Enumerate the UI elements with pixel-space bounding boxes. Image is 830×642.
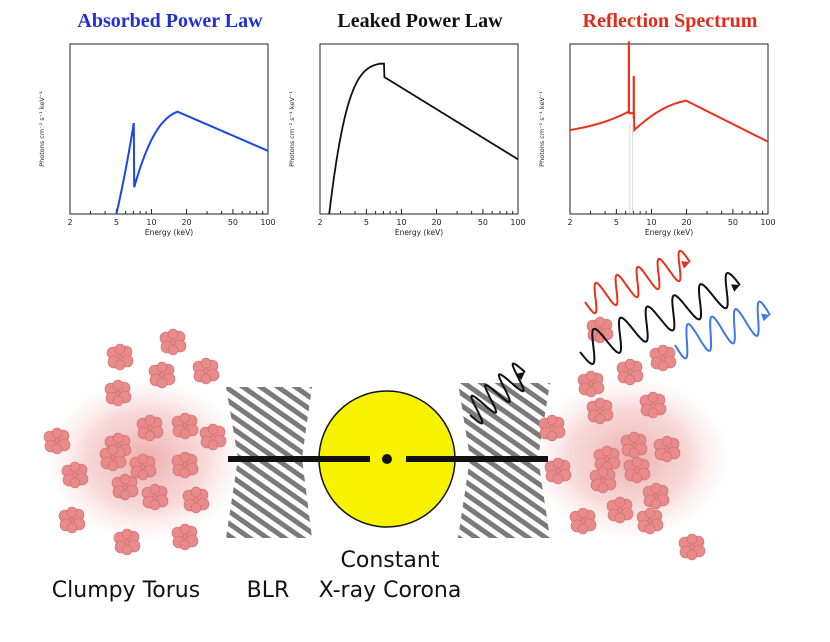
spectrum-curve <box>569 99 769 143</box>
x-tick-label: 20 <box>181 218 191 227</box>
x-tick-label: 5 <box>114 218 119 227</box>
absorbed-wave-arrowhead <box>761 313 770 322</box>
torus-cloud <box>589 466 617 494</box>
torus-cloud <box>642 482 670 510</box>
torus-cloud <box>649 344 677 372</box>
torus-cloud <box>136 414 164 442</box>
spectrum-curve <box>115 110 269 215</box>
torus-cloud <box>141 483 169 511</box>
torus-cloud <box>171 412 199 440</box>
x-tick-label: 10 <box>396 218 406 227</box>
label-corona-line2: X-ray Corona <box>318 578 462 603</box>
plot-frame <box>69 43 269 215</box>
torus-cloud <box>104 379 132 407</box>
panel-title-absorbed: Absorbed Power Law <box>77 10 263 32</box>
x-tick-label: 100 <box>510 218 525 227</box>
torus-cloud <box>111 473 139 501</box>
torus-cloud <box>639 391 667 419</box>
panel-title-leaked: Leaked Power Law <box>337 10 503 32</box>
torus-cloud <box>171 451 199 479</box>
x-tick-label: 10 <box>646 218 656 227</box>
plot-frame <box>569 43 769 215</box>
torus-cloud <box>636 507 664 535</box>
black-hole-dot <box>382 454 392 464</box>
torus-cloud <box>192 357 220 385</box>
x-tick-label: 100 <box>760 218 775 227</box>
torus-cloud <box>653 435 681 463</box>
label-corona-line1: Constant <box>340 548 440 573</box>
torus-cloud <box>586 397 614 425</box>
plot-frame <box>319 43 519 215</box>
torus-cloud <box>171 523 199 551</box>
blr-left <box>226 387 312 538</box>
axes-frame: 2510205010010⁻⁷10⁻⁶10⁻⁵10⁻⁴Energy (keV)P… <box>288 43 526 237</box>
absorbed-wave <box>674 300 771 360</box>
label-blr: BLR <box>246 578 290 603</box>
y-axis-label: Photons cm⁻² s⁻¹ keV⁻¹ <box>38 91 46 167</box>
y-axis-label: Photons cm⁻² s⁻¹ keV⁻¹ <box>538 91 546 167</box>
torus-cloud <box>586 316 614 344</box>
torus-cloud <box>538 414 566 442</box>
torus-cloud <box>616 358 644 386</box>
reflection-wave <box>584 249 691 315</box>
x-tick-label: 50 <box>478 218 488 227</box>
y-axis-label: Photons cm⁻² s⁻¹ keV⁻¹ <box>288 91 296 167</box>
torus-cloud <box>678 533 706 561</box>
x-tick-label: 20 <box>681 218 691 227</box>
x-tick-label: 2 <box>567 218 572 227</box>
torus-cloud <box>61 461 89 489</box>
x-tick-label: 5 <box>364 218 369 227</box>
x-tick-label: 50 <box>228 218 238 227</box>
torus-cloud <box>623 456 651 484</box>
torus-cloud <box>593 445 621 473</box>
torus-cloud <box>159 328 187 356</box>
panel-title-reflection: Reflection Spectrum <box>582 10 758 32</box>
leaked-wave-outer <box>579 271 741 366</box>
x-axis-label: Energy (keV) <box>395 228 443 237</box>
x-tick-label: 50 <box>728 218 738 227</box>
plot-reflection: 2510205010010⁻⁷10⁻⁶10⁻⁵10⁻⁴Energy (keV)P… <box>530 36 790 250</box>
torus-cloud <box>199 423 227 451</box>
torus-cloud <box>182 486 210 514</box>
spectrum-curve <box>328 62 519 215</box>
torus-cloud <box>106 343 134 371</box>
torus-cloud <box>148 361 176 389</box>
torus-cloud <box>99 444 127 472</box>
torus-cloud <box>606 496 634 524</box>
x-tick-label: 10 <box>146 218 156 227</box>
torus-cloud <box>577 370 605 398</box>
plot-leaked: 2510205010010⁻⁷10⁻⁶10⁻⁵10⁻⁴Energy (keV)P… <box>280 36 530 250</box>
torus-cloud <box>544 457 572 485</box>
axes-frame: 2510205010010⁻⁷10⁻⁶10⁻⁵10⁻⁴Energy (keV)P… <box>538 43 776 237</box>
axes-frame: 2510205010010⁻⁷10⁻⁶10⁻⁵10⁻⁴Energy (keV)P… <box>38 43 276 237</box>
leaked-wave-inner-arrowhead <box>516 372 525 381</box>
x-tick-label: 2 <box>317 218 322 227</box>
label-clumpy-torus: Clumpy Torus <box>51 578 201 603</box>
torus-cloud <box>569 507 597 535</box>
leaked-wave-outer-arrowhead <box>731 284 740 292</box>
reflection-wave-arrowhead <box>681 261 690 269</box>
x-tick-label: 5 <box>614 218 619 227</box>
x-tick-label: 20 <box>431 218 441 227</box>
leaked-wave-inner <box>469 362 526 425</box>
torus-cloud <box>58 506 86 534</box>
plot-absorbed: 2510205010010⁻⁷10⁻⁶10⁻⁵10⁻⁴Energy (keV)P… <box>30 36 280 250</box>
torus-glow-right <box>530 376 730 540</box>
torus-cloud <box>129 453 157 481</box>
x-tick-label: 100 <box>260 218 275 227</box>
x-axis-label: Energy (keV) <box>645 228 693 237</box>
torus-cloud <box>113 528 141 556</box>
x-axis-label: Energy (keV) <box>145 228 193 237</box>
torus-cloud <box>620 431 648 459</box>
x-tick-label: 2 <box>67 218 72 227</box>
torus-cloud <box>43 427 71 455</box>
